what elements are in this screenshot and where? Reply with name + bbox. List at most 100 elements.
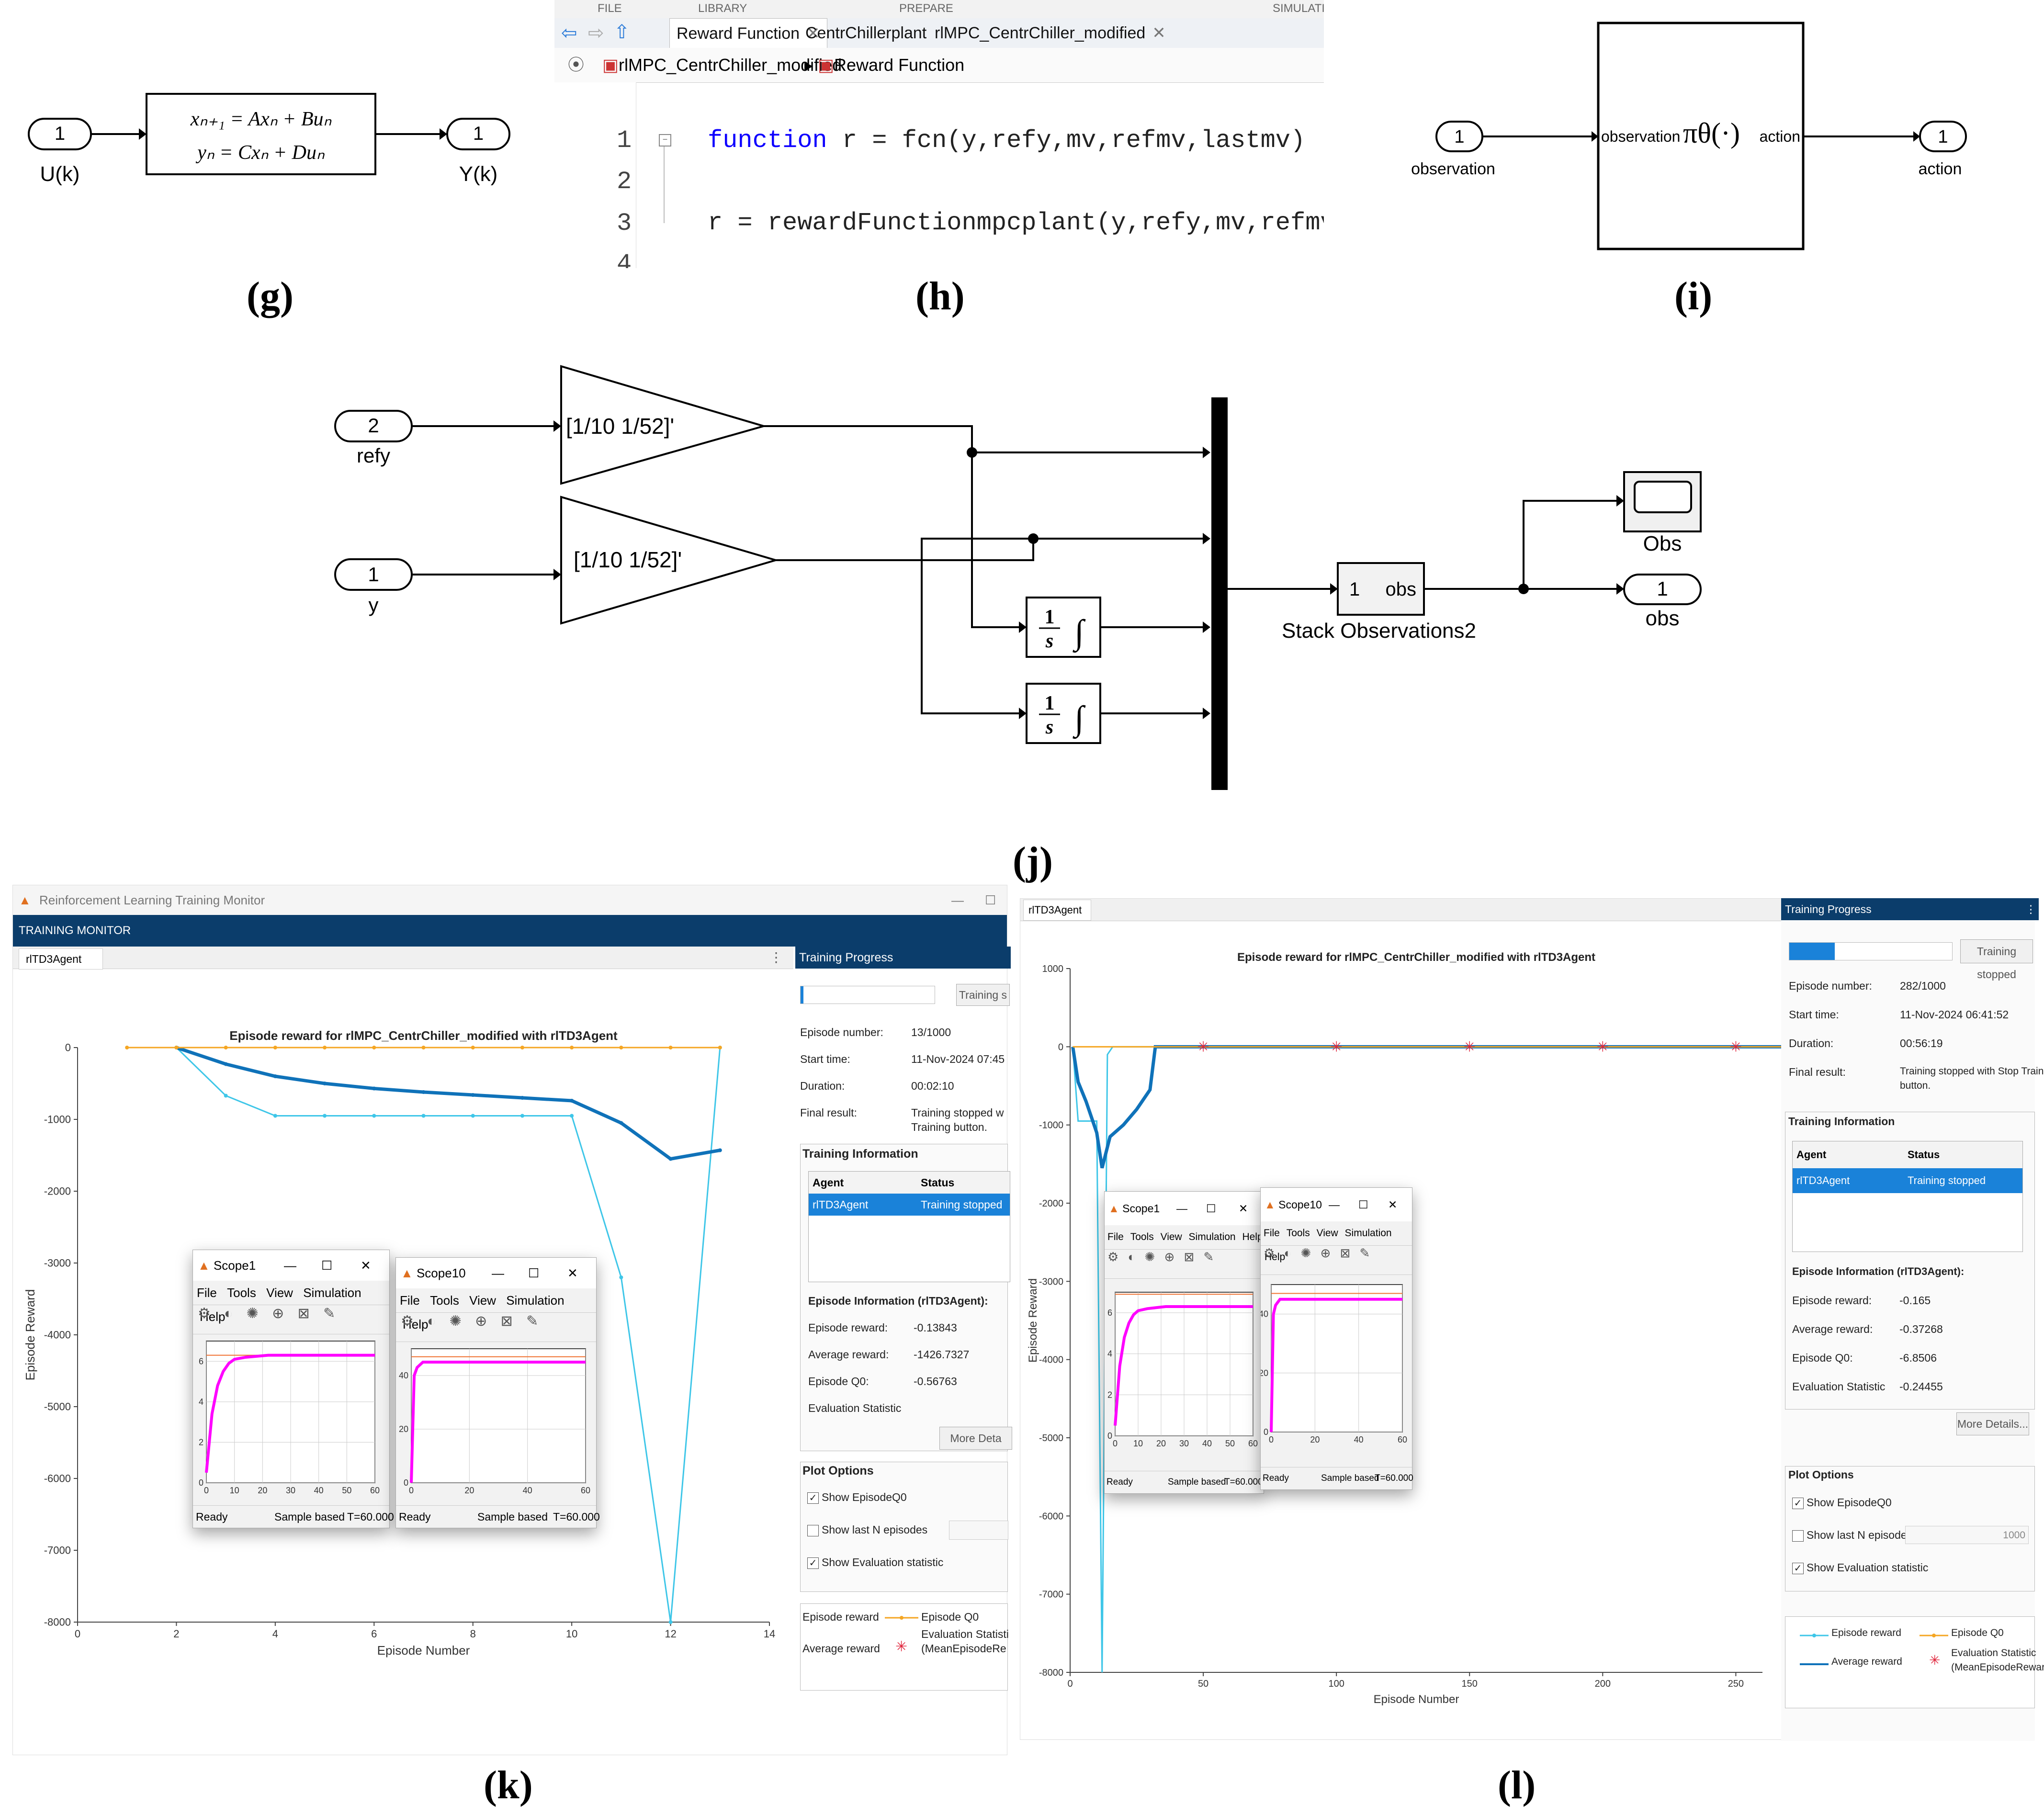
data-point — [372, 1114, 376, 1118]
data-point — [570, 1046, 574, 1049]
outport-obs[interactable] — [1623, 574, 1702, 605]
scope-toolbar: ⚙ ◐ ✺ ⊕ ⊠ ✎ — [193, 1305, 389, 1334]
tab-reward-function[interactable]: Reward Function✕ — [669, 18, 827, 48]
y-tick-label: 6 — [1107, 1308, 1112, 1318]
toolbar-icons[interactable]: ⚙ ◐ ✺ ⊕ ⊠ ✎ — [1107, 1250, 1217, 1264]
policy-block[interactable] — [1597, 22, 1805, 250]
maximize-icon[interactable]: ☐ — [321, 1258, 333, 1273]
up-arrow-icon[interactable]: ⇧ — [614, 22, 630, 43]
matlab-function-editor: FILE LIBRARY PREPARE SIMULATI ⇦ ⇨ ⇧ Rewa… — [554, 0, 1324, 268]
maximize-icon[interactable]: ☐ — [1206, 1202, 1216, 1215]
back-arrow-icon[interactable]: ⇦ — [561, 23, 577, 44]
last-n-input[interactable] — [949, 1521, 1008, 1540]
data-point — [718, 1046, 722, 1049]
breadcrumb-function[interactable]: ▣Reward Function — [818, 55, 965, 75]
close-icon[interactable]: ✕ — [361, 1258, 371, 1273]
option-show-last-n[interactable]: Show last N episodes — [807, 1523, 927, 1536]
outport-pill[interactable] — [446, 118, 510, 150]
more-options-icon[interactable]: ⋮ — [2025, 903, 2036, 915]
panel-label-j: (j) — [1013, 839, 1053, 883]
more-options-icon[interactable]: ⋮ — [769, 950, 783, 965]
tab-rltd3agent[interactable]: rlTD3Agent — [19, 948, 103, 970]
state-space-block[interactable] — [146, 93, 376, 175]
y-tick-label: 0 — [1264, 1427, 1268, 1437]
stop-training-button[interactable]: Training s — [956, 984, 1010, 1006]
close-icon[interactable]: ✕ — [806, 24, 820, 43]
minimize-icon[interactable]: — — [951, 893, 964, 907]
minimize-icon[interactable]: — — [284, 1258, 296, 1273]
data-point — [323, 1046, 327, 1049]
option-show-eval[interactable]: ✓Show Evaluation statistic — [1792, 1561, 1928, 1574]
option-show-eval[interactable]: ✓Show Evaluation statistic — [807, 1556, 943, 1569]
maximize-icon[interactable]: ☐ — [1358, 1198, 1368, 1211]
toolstrip: FILE LIBRARY PREPARE SIMULATI — [554, 0, 1324, 19]
matlab-logo-icon: ▲ — [19, 893, 31, 907]
x-tick-label: 40 — [1202, 1439, 1212, 1448]
x-tick-label: 2 — [173, 1628, 179, 1640]
strip-simulation[interactable]: SIMULATI — [1273, 2, 1324, 15]
tab-rltd3agent[interactable]: rlTD3Agent — [1023, 900, 1091, 921]
doc-tabbar: rlTD3Agent — [1020, 899, 1782, 921]
minimize-icon[interactable]: — — [1329, 1198, 1340, 1211]
evaluation-marker-icon: ✳ — [895, 1639, 908, 1655]
gain-block-refy[interactable] — [560, 365, 768, 485]
scope10-window-l: ▲ Scope10—☐✕ File Tools View Simulation … — [1260, 1187, 1413, 1490]
data-point — [668, 1157, 673, 1161]
minimize-icon[interactable]: — — [492, 1266, 504, 1280]
fold-icon[interactable]: − — [659, 134, 671, 147]
outport-pill[interactable] — [1919, 121, 1967, 152]
option-show-last-n[interactable]: Show last N episodes — [1792, 1529, 1912, 1542]
stop-training-button[interactable]: Training stopped — [1960, 939, 2033, 981]
breadcrumb-model[interactable]: ▣rlMPC_CentrChiller_modified — [602, 55, 842, 75]
data-point — [125, 1046, 129, 1049]
gain-block-y[interactable] — [560, 496, 779, 625]
line-number: 4 — [617, 250, 632, 268]
info-value: 282/1000 — [1900, 980, 1946, 992]
close-icon[interactable]: ✕ — [1239, 1202, 1248, 1215]
y-tick-label: 1000 — [1042, 964, 1064, 974]
more-details-button[interactable]: More Details... — [1956, 1412, 2029, 1435]
code-line-1[interactable]: function r = fcn(y,refy,mv,refmv,lastmv) — [708, 126, 1306, 155]
toolbar-icons[interactable]: ⚙ ◐ ✺ ⊕ ⊠ ✎ — [198, 1306, 340, 1321]
last-n-input[interactable]: 1000 — [1905, 1526, 2029, 1544]
record-icon[interactable]: ⦿ — [568, 56, 584, 74]
x-tick-label: 150 — [1462, 1679, 1478, 1689]
close-icon[interactable]: ✕ — [567, 1266, 578, 1280]
forward-arrow-icon[interactable]: ⇨ — [588, 23, 604, 44]
integral-icon: ∫ — [1073, 613, 1086, 653]
y-tick-label: -6000 — [1039, 1511, 1063, 1522]
panel-label-l: (l) — [1498, 1763, 1536, 1807]
toolbar-icons[interactable]: ⚙ ◐ ✺ ⊕ ⊠ ✎ — [401, 1313, 543, 1329]
option-show-episodeq0[interactable]: ✓Show EpisodeQ0 — [1792, 1496, 1892, 1509]
y-tick-label: -3000 — [44, 1257, 71, 1269]
integrator-block[interactable] — [1026, 683, 1101, 744]
integrator-block[interactable] — [1026, 597, 1101, 658]
strip-library[interactable]: LIBRARY — [698, 2, 747, 15]
close-icon[interactable]: ✕ — [1152, 24, 1166, 42]
inport-label: refy — [357, 444, 390, 467]
toolbar-icons[interactable]: ⚙ ◐ ✺ ⊕ ⊠ ✎ — [1264, 1246, 1373, 1260]
mux-block[interactable] — [1211, 397, 1228, 790]
maximize-icon[interactable]: ☐ — [528, 1266, 540, 1280]
minimize-icon[interactable]: — — [1176, 1202, 1187, 1215]
progress-fill — [1789, 943, 1835, 960]
more-details-button[interactable]: More Deta — [939, 1427, 1012, 1450]
tab-centrchillerplant[interactable]: CentrChillerplant — [805, 24, 927, 42]
strip-prepare[interactable]: PREPARE — [899, 2, 953, 15]
option-show-episodeq0[interactable]: ✓Show EpisodeQ0 — [807, 1491, 907, 1504]
maximize-icon[interactable]: ☐ — [985, 893, 996, 907]
tab-rlmpc-model[interactable]: rlMPC_CentrChiller_modified✕ — [935, 24, 1166, 42]
code-line-3[interactable]: r = rewardFunctionmpcplant(y,refy,mv,ref… — [708, 209, 1324, 237]
training-progress-header: Training Progress — [795, 947, 1011, 969]
info-value: 11-Nov-2024 06:41:52 — [1900, 1008, 2009, 1021]
integrator-denominator: s — [1045, 716, 1053, 738]
close-icon[interactable]: ✕ — [1388, 1198, 1398, 1211]
panel-i-diagram: 1 observation observation πθ(·) action 1… — [1411, 22, 1967, 250]
strip-file[interactable]: FILE — [598, 2, 622, 15]
y-tick-label: 2 — [199, 1437, 203, 1447]
line-number: 2 — [617, 168, 632, 196]
